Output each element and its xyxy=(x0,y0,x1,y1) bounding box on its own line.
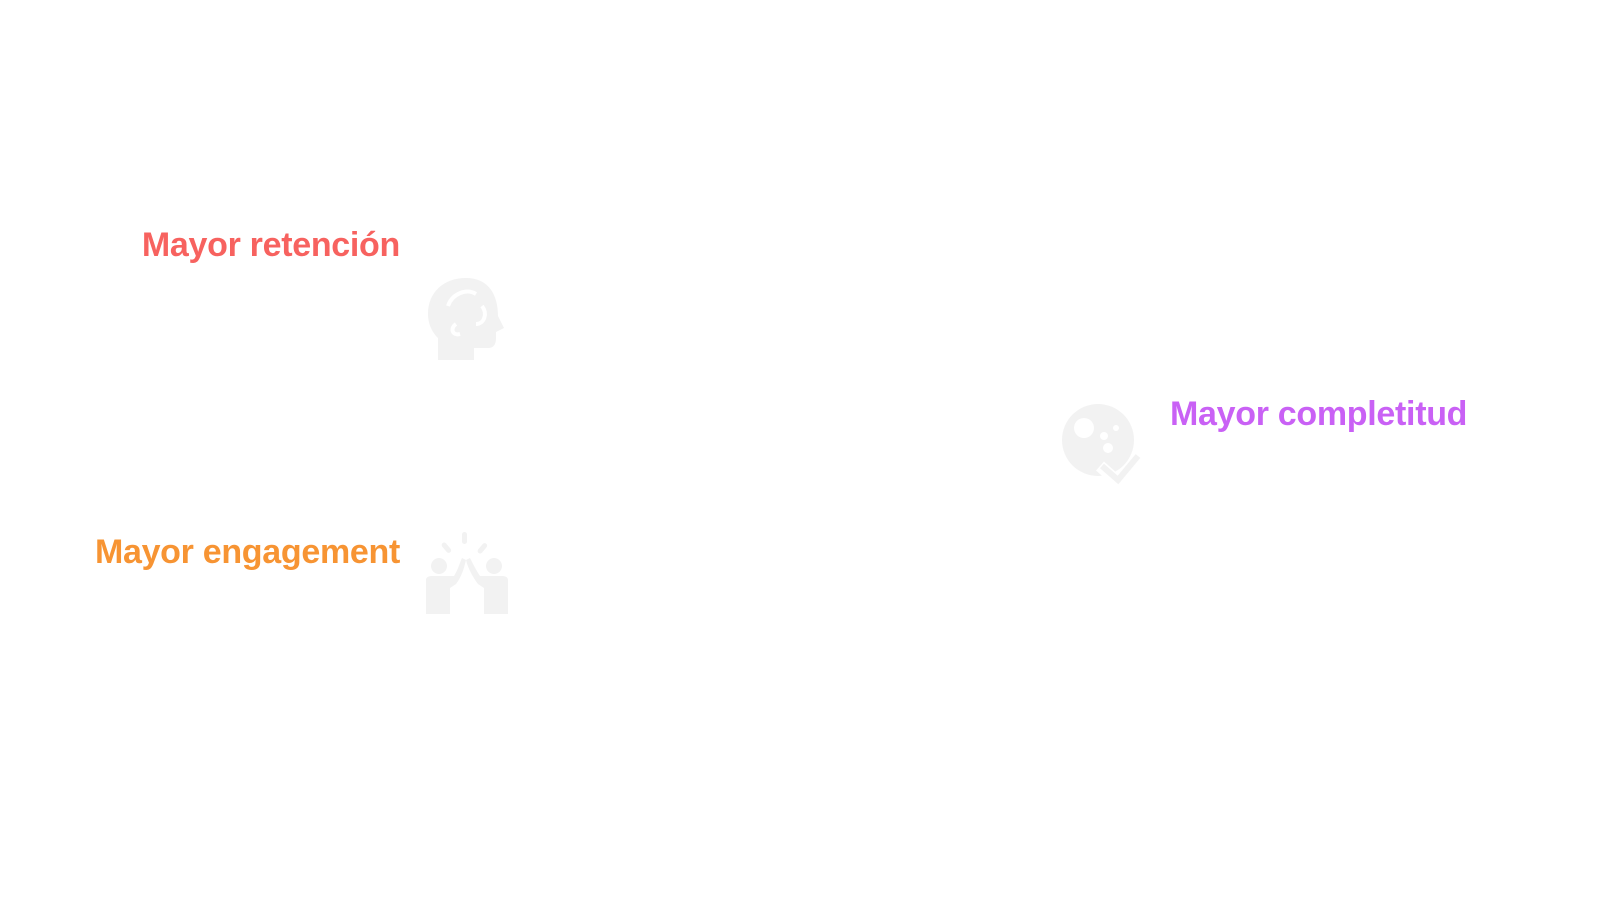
benefit-label-engagement: Mayor engagement xyxy=(94,533,400,571)
benefit-label-completeness: Mayor completitud xyxy=(1170,395,1468,433)
high-five-icon xyxy=(426,532,508,614)
head-cycle-icon xyxy=(428,278,504,360)
moon-check-icon xyxy=(1062,404,1142,488)
benefit-label-retention: Mayor retención xyxy=(141,226,400,264)
